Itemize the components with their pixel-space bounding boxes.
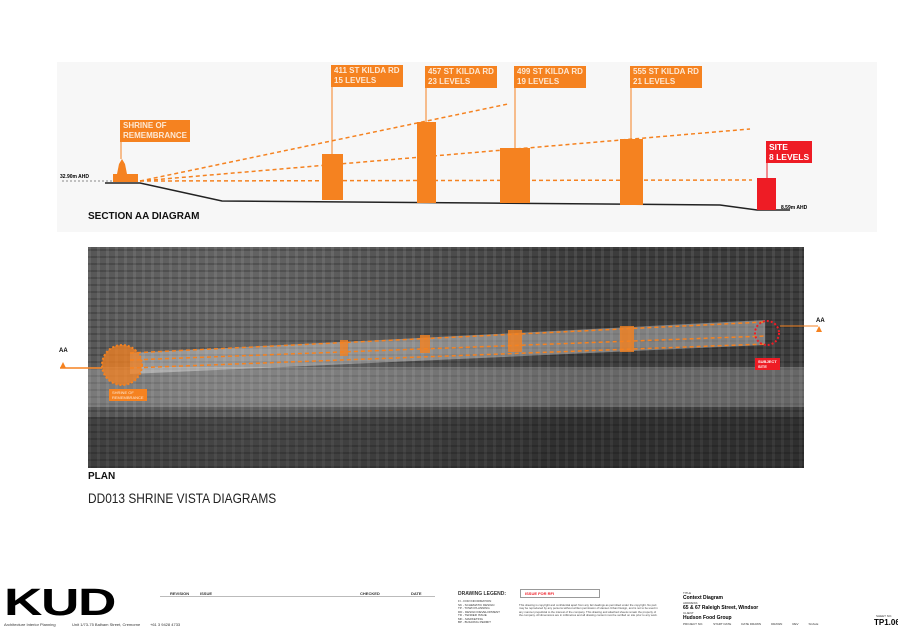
legend-item: MK - MARKETING — [458, 616, 484, 621]
shrine — [117, 159, 127, 174]
site-level: 8.59m AHD — [781, 205, 808, 211]
field-label: DRAWN — [771, 622, 783, 626]
plan-title: PLAN — [88, 471, 116, 482]
legend-item: FI - FOR INFORMATION — [458, 599, 492, 603]
title-label: TITLE — [683, 591, 692, 595]
plan-sightline — [129, 335, 766, 361]
site-marker — [754, 320, 780, 346]
legend-title: DRAWING LEGEND: — [458, 591, 507, 597]
building-label-411: 411 ST KILDA RD 15 LEVELS — [331, 65, 403, 87]
building-555 — [620, 139, 643, 205]
site-building — [757, 178, 776, 210]
project-info: TITLE Context Diagram ADDRESS 65 & 67 Ra… — [683, 591, 758, 621]
date-header: DATE — [411, 591, 422, 596]
firm-phone: +61 3 9428 4733 — [150, 622, 181, 627]
issue-header: ISSUE — [200, 591, 213, 596]
client-label: CLIENT — [683, 611, 694, 615]
field-label: PROJECT NO. — [683, 622, 704, 626]
field-label: SCALE — [808, 622, 819, 626]
plan-building-499 — [508, 330, 522, 352]
field-label: REV — [792, 622, 799, 626]
city-blocks — [88, 417, 804, 468]
drawing-title: Context Diagram — [683, 595, 724, 601]
plan-sightline — [129, 343, 766, 369]
legend-item: DD - DESIGN DEVELOPMENT — [458, 609, 501, 614]
building-411 — [322, 154, 343, 200]
building-label-499: 499 ST KILDA RD 19 LEVELS — [514, 66, 586, 88]
legend-item: BP - BUILDING PERMIT — [458, 620, 491, 624]
revision-header: REVISION — [170, 591, 190, 596]
building-499 — [500, 148, 530, 203]
aa-right-arrow — [816, 326, 822, 332]
legend-item: SK - SCHEMATIC DESIGN — [458, 602, 495, 607]
firm-address: Unit 1/73-75 Balham Street, Cremorne — [72, 622, 141, 627]
sheet-number: TP1.06 — [874, 618, 898, 627]
sheet-title: DD013 SHRINE VISTA DIAGRAMS — [88, 490, 277, 506]
building-457 — [417, 122, 436, 203]
field-label: DATE DRAWN — [741, 622, 762, 626]
ground-line — [105, 182, 790, 211]
shrine-marker — [101, 344, 143, 386]
project-address: 65 & 67 Raleigh Street, Windsor — [683, 605, 759, 611]
plan-site-label: SUBJECT SITE — [755, 358, 780, 370]
aa-right-label: AA — [816, 318, 825, 324]
legend-list: FI - FOR INFORMATION SK - SCHEMATIC DESI… — [458, 599, 501, 625]
section-panel — [57, 62, 877, 232]
client-name: Hudson Food Group — [683, 615, 732, 621]
aa-left-arrow — [60, 362, 66, 368]
legend-item: TD - TENDER ISSUE — [458, 613, 487, 617]
sightline-middle — [139, 128, 751, 182]
site-label: SITE 8 LEVELS — [766, 141, 813, 163]
issue-status: ISSUE FOR RFI — [520, 589, 600, 598]
building-label-457: 457 ST KILDA RD 23 LEVELS — [425, 66, 497, 88]
plan-building-411 — [340, 340, 348, 356]
shrine-level: 32.90m AHD — [60, 174, 89, 180]
section-diagram — [62, 83, 790, 211]
plan-building-457 — [420, 335, 430, 353]
plan-sightline — [129, 321, 766, 354]
building-label-555: 555 ST KILDA RD 21 LEVELS — [630, 66, 702, 88]
section-title: SECTION AA DIAGRAM — [88, 211, 200, 222]
legend-item: TP - TOWN PLANNING — [458, 606, 490, 610]
plan-shrine-label: SHRINE OF REMEMBRANCE — [109, 389, 147, 401]
aa-left-label: AA — [59, 348, 68, 354]
address-label: ADDRESS — [683, 601, 698, 605]
field-label: START DATE — [713, 622, 732, 626]
vista-corridor — [130, 320, 765, 374]
revision-table-line — [160, 596, 435, 597]
kud-logo: KUD — [4, 582, 116, 624]
aerial-plan — [88, 247, 804, 468]
sheet-label: SHEET NO. — [876, 614, 893, 618]
firm-name: Architecture Interior Planning — [4, 622, 56, 627]
copyright-note: This drawing is copyright and confidenti… — [519, 603, 658, 618]
checked-header: CHECKED — [360, 591, 380, 596]
plan-overlay — [60, 320, 822, 386]
sightline-horizontal — [139, 179, 753, 182]
plan-building-555 — [620, 326, 634, 352]
project-fields: PROJECT NO. START DATE DATE DRAWN DRAWN … — [683, 622, 818, 626]
st-kilda-road-corridor — [88, 367, 804, 407]
shrine-label: SHRINE OF REMEMBRANCE — [120, 120, 190, 142]
shrine-base — [113, 174, 138, 182]
